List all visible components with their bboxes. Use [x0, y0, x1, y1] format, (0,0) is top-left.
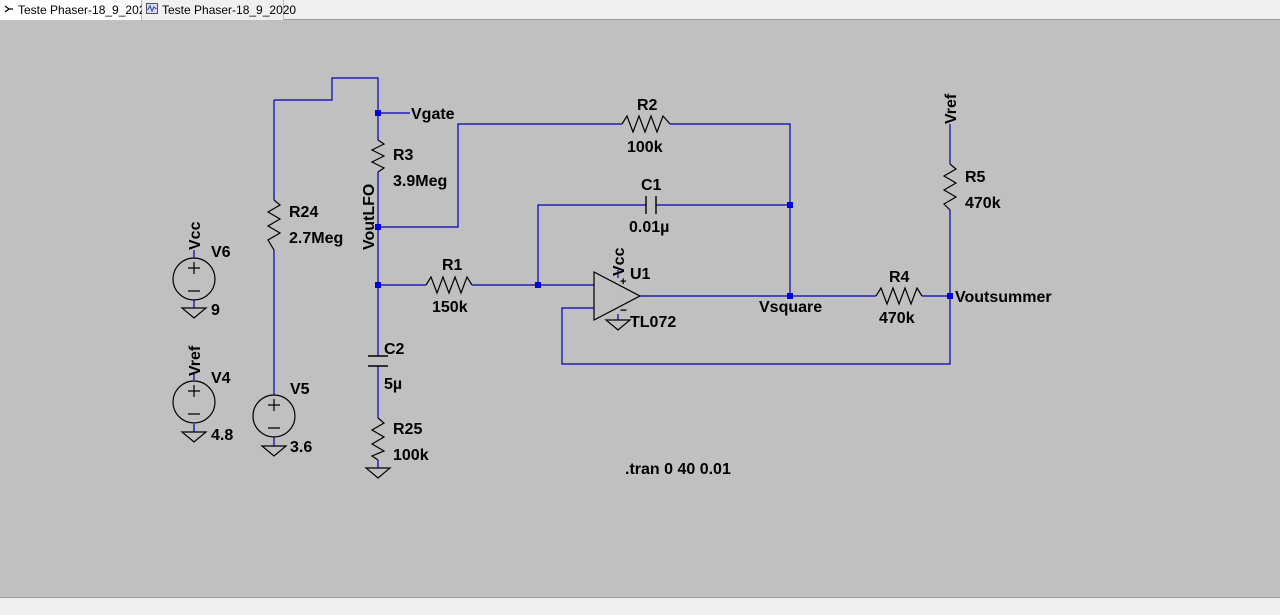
junction-vgate — [375, 110, 381, 116]
v4-value: 4.8 — [211, 427, 233, 444]
v4-polarity — [188, 385, 200, 415]
c1-name: C1 — [641, 177, 662, 194]
ground-r25 — [364, 467, 392, 479]
r25-value: 100k — [393, 447, 429, 464]
r4-value: 470k — [879, 310, 915, 327]
v5-symbol — [252, 394, 296, 438]
ground-v4 — [180, 431, 208, 443]
component-labels: R2 100k R3 3.9Meg R24 2.7Meg R1 150k R4 … — [211, 97, 1001, 464]
r3-value: 3.9Meg — [393, 173, 447, 190]
net-label-vref-r5: Vref — [943, 93, 960, 124]
wire-r2-right — [670, 123, 791, 205]
c2-value: 5µ — [384, 376, 402, 393]
r3-name: R3 — [393, 147, 414, 164]
ground-opamp — [604, 319, 632, 331]
junction-vsquare — [787, 293, 793, 299]
net-label-vcc-v6: Vcc — [187, 221, 204, 250]
v5-name: V5 — [290, 381, 310, 398]
r1-symbol — [425, 275, 473, 295]
c1-symbol — [645, 196, 657, 214]
r1-value: 150k — [432, 299, 468, 316]
v4-symbol — [172, 380, 216, 424]
junction-r1-right — [535, 282, 541, 288]
v6-polarity — [188, 262, 200, 292]
tab-schematic-label: Teste Phaser-18_9_2020 — [18, 3, 153, 17]
r5-value: 470k — [965, 195, 1001, 212]
net-label-vref-v4: Vref — [187, 345, 204, 376]
ground-v6 — [180, 307, 208, 319]
status-bar — [0, 597, 1280, 615]
r3-symbol — [370, 139, 386, 173]
r5-name: R5 — [965, 169, 986, 186]
net-label-vcc-u1: Vcc — [611, 247, 628, 276]
v6-name: V6 — [211, 244, 231, 261]
ground-symbols — [180, 307, 632, 479]
v5-polarity — [268, 399, 280, 429]
tab-waveform-label: Teste Phaser-18_9_2020 — [162, 3, 297, 17]
net-labels: Vgate VoutLFO Vsquare Voutsummer Vref Vc… — [187, 93, 1052, 376]
wire-lfo-to-r2 — [378, 123, 622, 228]
junctions — [375, 110, 953, 299]
r4-name: R4 — [889, 269, 910, 286]
junction-c1-right — [787, 202, 793, 208]
schematic-icon — [4, 3, 14, 17]
r1-name: R1 — [442, 257, 463, 274]
r24-value: 2.7Meg — [289, 230, 343, 247]
junction-voutsummer — [947, 293, 953, 299]
ground-v5 — [260, 445, 288, 457]
wires — [193, 77, 951, 468]
opamp-plus-sign: + — [620, 276, 626, 288]
net-label-vgate: Vgate — [411, 106, 455, 123]
c2-symbol — [368, 355, 388, 367]
net-label-vsquare: Vsquare — [759, 299, 822, 316]
r24-name: R24 — [289, 204, 318, 221]
r24-symbol — [266, 199, 282, 251]
voltage-source-symbols — [172, 257, 296, 438]
spice-directive[interactable]: .tran 0 40 0.01 — [625, 461, 731, 478]
wire-top-loop — [274, 77, 379, 113]
capacitor-symbols — [368, 196, 657, 367]
resistor-symbols — [266, 114, 958, 461]
tab-waveform[interactable]: Teste Phaser-18_9_2020 — [142, 0, 296, 20]
net-label-voutlfo: VoutLFO — [361, 184, 378, 250]
wire-plus-input-loop — [561, 296, 951, 365]
junction-voutlfo — [375, 224, 381, 230]
tab-schematic[interactable]: Teste Phaser-18_9_2020 — [0, 0, 152, 20]
r2-symbol — [621, 114, 671, 134]
v6-value: 9 — [211, 302, 220, 319]
net-label-voutsummer: Voutsummer — [955, 289, 1052, 306]
r2-value: 100k — [627, 139, 663, 156]
v5-value: 3.6 — [290, 439, 312, 456]
c1-value: 0.01µ — [629, 219, 669, 236]
schematic-canvas[interactable]: + − R2 100k R3 3.9Meg R24 2.7Meg R1 150 — [0, 20, 1280, 597]
opamp-u1-symbol — [593, 271, 642, 321]
c2-name: C2 — [384, 341, 405, 358]
r25-name: R25 — [393, 421, 422, 438]
tab-bar: Teste Phaser-18_9_2020 Teste Phaser-18_9… — [0, 0, 1280, 20]
u1-value: TL072 — [630, 314, 676, 331]
junction-r1-left — [375, 282, 381, 288]
r4-symbol — [875, 286, 923, 306]
opamp-minus-sign: − — [620, 303, 627, 317]
v6-symbol — [172, 257, 216, 301]
r25-symbol — [370, 417, 386, 461]
r5-symbol — [942, 163, 958, 211]
waveform-icon — [146, 3, 158, 17]
u1-name: U1 — [630, 266, 651, 283]
r2-name: R2 — [637, 97, 658, 114]
v4-name: V4 — [211, 370, 231, 387]
opamp-triangle — [593, 271, 642, 321]
wire-c1-left — [537, 204, 646, 285]
